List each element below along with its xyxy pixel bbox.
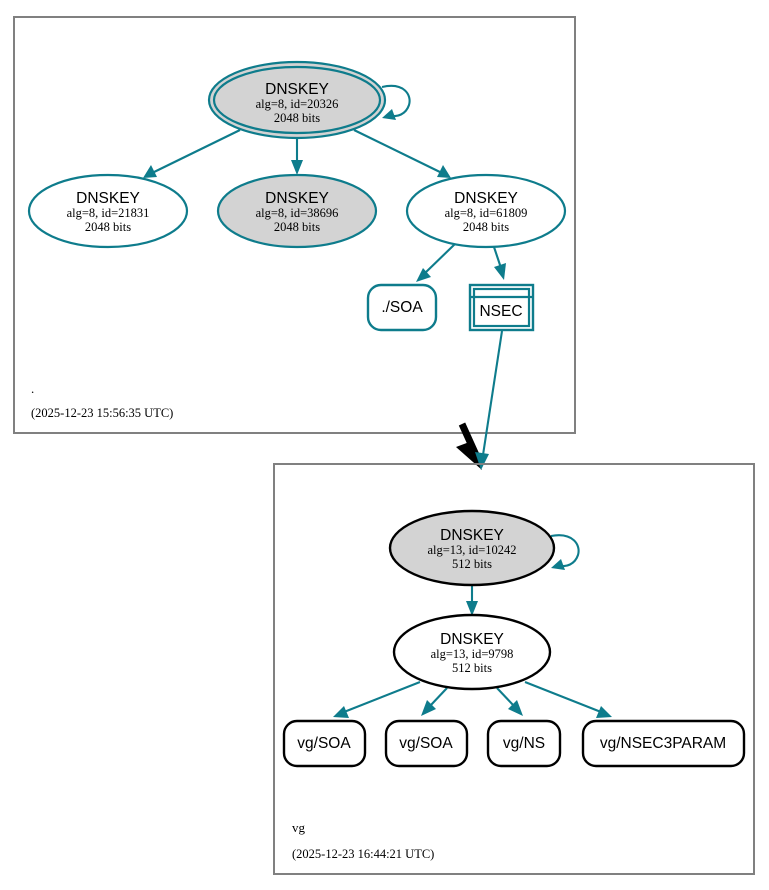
edge-rrsig-20326-21831[interactable]: [143, 129, 241, 178]
key-size: 2048 bits: [274, 111, 320, 125]
key-node-root-ksk-20326[interactable]: DNSKEY alg=8, id=20326 2048 bits: [207, 60, 387, 140]
key-title: DNSKEY: [265, 81, 329, 98]
edge-group-cross-zone: [456, 330, 504, 470]
record-label: vg/SOA: [399, 735, 453, 752]
edge-delegation-root-vg[interactable]: [456, 422, 482, 470]
key-title: DNSKEY: [265, 190, 329, 207]
edge-rrsig-nsec-vg-ksk[interactable]: [475, 330, 504, 470]
edge-rrsig-61809-nsec[interactable]: [493, 246, 506, 280]
edge-rrsig-20326-61809[interactable]: [353, 129, 451, 178]
key-size: 2048 bits: [274, 220, 320, 234]
edge-rrsig-9798-soa1[interactable]: [333, 681, 421, 718]
edge-rrsig-self-20326[interactable]: [381, 84, 411, 120]
key-params: alg=13, id=10242: [427, 543, 516, 557]
key-params: alg=8, id=61809: [445, 206, 528, 220]
key-title: DNSKEY: [440, 527, 504, 544]
zone-name-vg: vg: [292, 820, 306, 835]
key-node-root-zsk-21831[interactable]: DNSKEY alg=8, id=21831 2048 bits: [27, 173, 189, 249]
key-title: DNSKEY: [76, 190, 140, 207]
edge-rrsig-20326-38696[interactable]: [291, 139, 303, 175]
record-node-vg-soa-1[interactable]: vg/SOA: [282, 719, 367, 768]
zone-timestamp-vg: (2025-12-23 16:44:21 UTC): [292, 847, 434, 861]
zone-cluster-vg: DNSKEY alg=13, id=10242 512 bits DNSKEY …: [273, 463, 755, 875]
zone-cluster-root: DNSKEY alg=8, id=20326 2048 bits DNSKEY …: [13, 16, 576, 434]
key-params: alg=8, id=21831: [67, 206, 150, 220]
record-label: vg/NS: [503, 735, 545, 752]
edge-rrsig-self-10242[interactable]: [550, 534, 580, 570]
key-params: alg=13, id=9798: [431, 647, 514, 661]
key-size: 2048 bits: [85, 220, 131, 234]
key-node-root-zsk-61809[interactable]: DNSKEY alg=8, id=61809 2048 bits: [405, 173, 567, 249]
record-label: vg/NSEC3PARAM: [600, 735, 726, 752]
zone-box-vg: [273, 463, 755, 875]
key-size: 512 bits: [452, 557, 492, 571]
zone-box-root: [13, 16, 576, 434]
key-title: DNSKEY: [440, 631, 504, 648]
zone-timestamp-root: (2025-12-23 15:56:35 UTC): [31, 406, 173, 420]
record-label: ./SOA: [381, 299, 423, 316]
edge-rrsig-9798-ns[interactable]: [496, 687, 523, 716]
key-node-vg-zsk-9798[interactable]: DNSKEY alg=13, id=9798 512 bits: [392, 613, 552, 691]
record-node-root-nsec[interactable]: NSEC: [468, 283, 535, 332]
record-node-vg-nsec3param[interactable]: vg/NSEC3PARAM: [581, 719, 746, 768]
key-params: alg=8, id=38696: [256, 206, 339, 220]
edge-rrsig-9798-soa2[interactable]: [421, 687, 448, 716]
key-node-root-zsk-38696[interactable]: DNSKEY alg=8, id=38696 2048 bits: [216, 173, 378, 249]
key-size: 2048 bits: [463, 220, 509, 234]
record-label: vg/SOA: [297, 735, 351, 752]
record-node-vg-soa-2[interactable]: vg/SOA: [384, 719, 469, 768]
key-params: alg=8, id=20326: [256, 97, 339, 111]
zone-name-root: .: [31, 381, 34, 396]
record-node-root-soa[interactable]: ./SOA: [366, 283, 438, 332]
edge-rrsig-9798-nsec3param[interactable]: [524, 681, 612, 718]
edge-group-vg: [333, 534, 612, 718]
key-title: DNSKEY: [454, 190, 518, 207]
edge-group-root: [143, 84, 506, 282]
key-node-vg-ksk-10242[interactable]: DNSKEY alg=13, id=10242 512 bits: [388, 509, 556, 587]
record-node-vg-ns[interactable]: vg/NS: [486, 719, 562, 768]
edge-rrsig-61809-soa[interactable]: [416, 242, 457, 282]
record-label: NSEC: [479, 303, 522, 320]
edge-rrsig-10242-9798[interactable]: [466, 586, 478, 616]
key-size: 512 bits: [452, 661, 492, 675]
